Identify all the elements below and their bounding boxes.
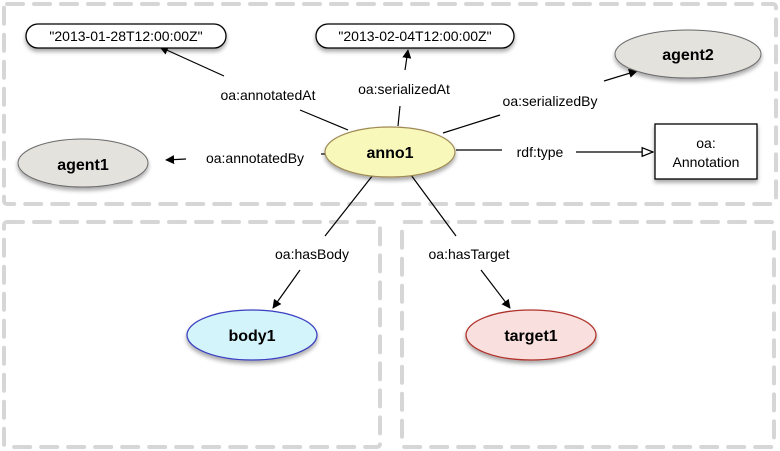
edge-label-serialized-by: oa:serializedBy — [503, 93, 598, 109]
class-annotation-node: oa: Annotation — [654, 123, 758, 180]
node-agent2-label: agent2 — [662, 47, 714, 64]
edge-serialized-by: oa:serializedBy — [442, 69, 638, 134]
node-body1: body1 — [186, 309, 318, 361]
literal-serialized-at-label: "2013-02-04T12:00:00Z" — [338, 28, 491, 44]
edge-label-serialized-at: oa:serializedAt — [358, 81, 450, 97]
node-agent1: agent1 — [17, 138, 149, 188]
node-target1-label: target1 — [504, 328, 557, 345]
edge-has-target: oa:hasTarget — [410, 174, 511, 309]
literal-annotated-at: "2013-01-28T12:00:00Z" — [25, 23, 227, 49]
node-agent2: agent2 — [614, 29, 762, 79]
edge-label-has-target: oa:hasTarget — [429, 246, 510, 262]
node-body1-label: body1 — [228, 328, 275, 345]
body-region — [2, 220, 382, 449]
annotation-region — [2, 2, 778, 206]
node-anno1-label: anno1 — [366, 145, 413, 162]
edge-has-body: oa:hasBody — [272, 174, 374, 309]
edge-serialized-at: oa:serializedAt — [358, 49, 450, 127]
edge-rdf-type: rdf:type — [456, 144, 653, 160]
edge-annotated-at: oa:annotatedAt — [159, 46, 349, 131]
edge-label-annotated-at: oa:annotatedAt — [221, 87, 316, 103]
node-target1: target1 — [465, 309, 597, 361]
class-annotation-label-line1: oa: — [696, 135, 715, 151]
edge-label-annotated-by: oa:annotatedBy — [206, 150, 304, 166]
edge-annotated-by: oa:annotatedBy — [165, 150, 326, 166]
literal-annotated-at-label: "2013-01-28T12:00:00Z" — [49, 28, 202, 44]
class-annotation-label-line2: Annotation — [673, 154, 740, 170]
node-agent1-label: agent1 — [57, 157, 109, 174]
node-anno1: anno1 — [324, 126, 456, 178]
literal-serialized-at: "2013-02-04T12:00:00Z" — [315, 23, 515, 49]
edge-label-rdf-type: rdf:type — [517, 144, 564, 160]
edge-label-has-body: oa:hasBody — [275, 246, 349, 262]
